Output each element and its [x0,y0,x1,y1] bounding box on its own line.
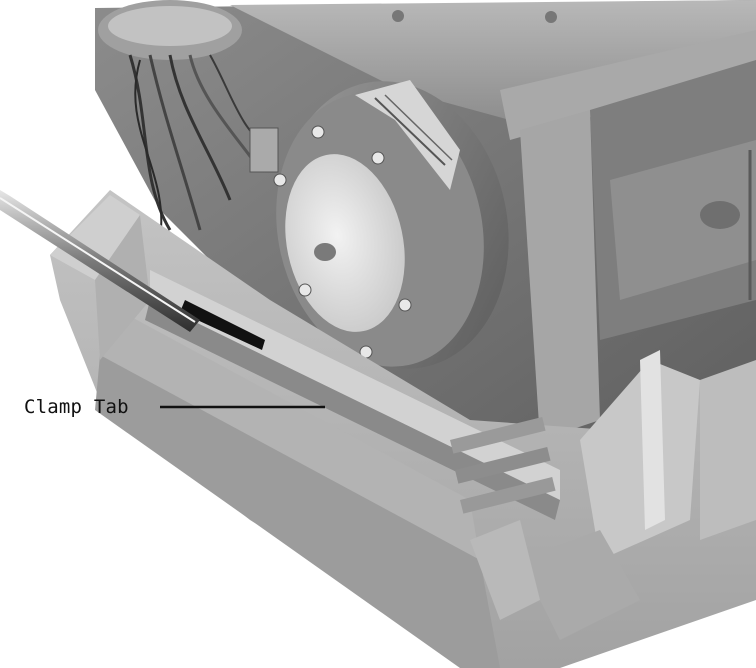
clamp-slot [180,300,265,350]
clamp-tab-label: Clamp Tab [24,396,129,418]
screwdriver [0,190,200,332]
connector-and-wires [98,0,271,241]
base-tray [50,190,756,668]
stepper-motor [249,80,509,369]
